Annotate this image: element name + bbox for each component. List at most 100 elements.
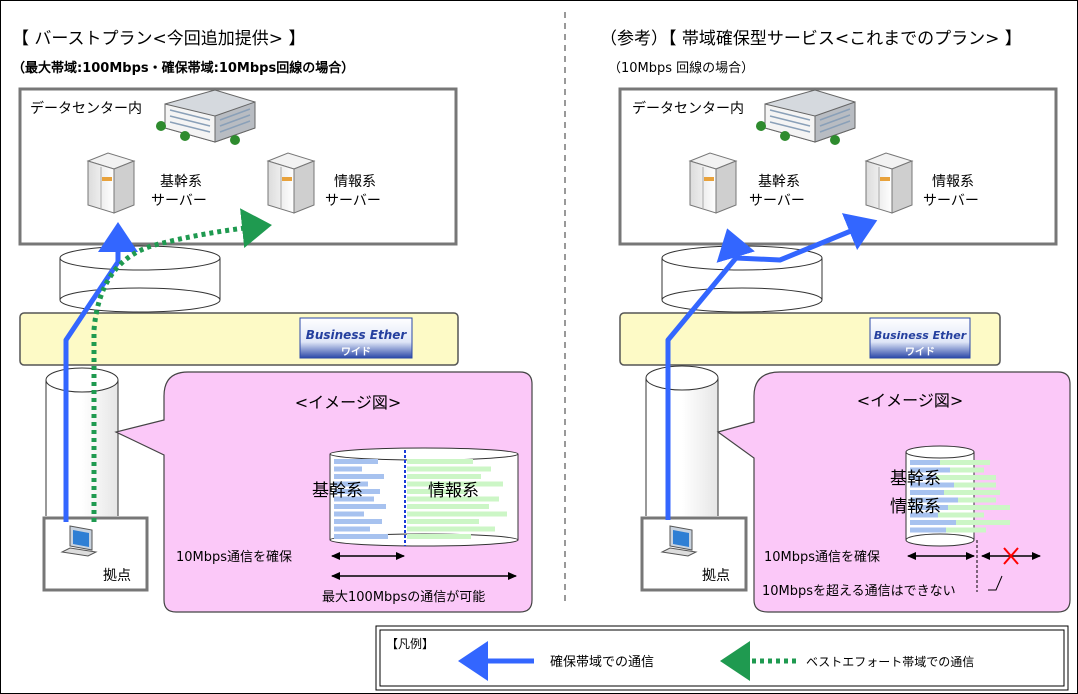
- traffic-bar: [407, 481, 503, 487]
- right-subtitle: （10Mbps 回線の場合）: [608, 60, 754, 76]
- right-dc-label: データセンター内: [632, 100, 744, 117]
- left-title: 【 バーストプラン<今回追加提供> 】: [12, 29, 305, 49]
- traffic-bar: [956, 520, 1010, 525]
- right-upper-cylinder: [661, 245, 823, 313]
- right-guaranteed-path-core: [716, 228, 755, 263]
- traffic-bar: [407, 504, 489, 509]
- left-panel: 【 バーストプラン<今回追加提供> 】 （最大帯域:100Mbps・確保帯域:1…: [12, 29, 533, 613]
- right-info-server-icon: [864, 152, 914, 214]
- right-site-label: 拠点: [702, 568, 730, 584]
- traffic-bar: [407, 466, 491, 472]
- right-guarantee-text: 10Mbps通信を確保: [764, 549, 880, 565]
- right-panel: （参考）【 帯域確保型サービス<これまでのプラン> 】 （10Mbps 回線の場…: [600, 29, 1071, 613]
- left-guarantee-text: 10Mbps通信を確保: [176, 549, 292, 565]
- traffic-bar: [334, 526, 370, 532]
- left-max-text: 最大100Mbpsの通信が可能: [322, 590, 485, 605]
- right-site-box: [640, 516, 748, 592]
- right-exceed-text: 10Mbpsを超える通信はできない: [762, 584, 956, 599]
- traffic-bar: [910, 520, 956, 525]
- traffic-bar: [407, 459, 473, 464]
- traffic-bar: [910, 467, 950, 473]
- left-info-server-icon: [266, 152, 316, 214]
- legend: 【凡例】 確保帯域での通信 ベストエフォート帯域での通信: [375, 625, 1069, 691]
- left-subtitle: （最大帯域:100Mbps・確保帯域:10Mbps回線の場合）: [12, 60, 354, 76]
- left-lower-cylinder: [45, 367, 119, 516]
- traffic-bar: [334, 474, 384, 479]
- left-info-label: 情報系: [428, 481, 479, 501]
- left-site-label: 拠点: [103, 568, 131, 584]
- right-exceed-leader: [988, 575, 1003, 591]
- left-business-ether-logo: Business Ether ワイド: [299, 317, 413, 359]
- traffic-bar: [407, 489, 467, 494]
- traffic-bar: [407, 496, 499, 502]
- legend-besteffort-label: ベストエフォート帯域での通信: [806, 655, 974, 669]
- traffic-bar: [334, 504, 386, 509]
- traffic-bar: [334, 534, 388, 539]
- left-core-label: 基幹系: [312, 480, 363, 501]
- traffic-bar: [334, 489, 380, 494]
- left-dc-label: データセンター内: [30, 100, 142, 117]
- traffic-bar: [910, 490, 944, 495]
- building-icon: [156, 89, 256, 145]
- right-image-title: <イメージ図>: [857, 391, 964, 410]
- traffic-bar: [910, 527, 946, 533]
- left-info-server-label-1: 情報系: [334, 174, 376, 190]
- traffic-bar: [954, 482, 996, 488]
- traffic-bar: [334, 459, 378, 464]
- traffic-bar: [407, 511, 507, 517]
- traffic-bar: [910, 512, 938, 518]
- left-besteffort-path: [91, 208, 272, 522]
- left-info-server-label-2: サーバー: [325, 193, 381, 209]
- right-core-server-label-2: サーバー: [749, 193, 805, 209]
- svg-text:ワイド: ワイド: [905, 346, 935, 358]
- right-core-server-label-1: 基幹系: [758, 173, 800, 190]
- traffic-bar: [950, 467, 984, 473]
- right-info-server-label-1: 情報系: [932, 174, 974, 190]
- svg-text:Business Ether: Business Ether: [306, 328, 408, 342]
- left-guaranteed-path: [63, 222, 138, 522]
- traffic-bar: [334, 481, 368, 487]
- right-core-server-icon: [688, 152, 738, 214]
- traffic-bar: [910, 460, 940, 465]
- legend-guaranteed-label: 確保帯域での通信: [550, 654, 654, 670]
- right-business-ether-logo: Business Ether ワイド: [869, 317, 971, 359]
- left-image-title: <イメージ図>: [295, 393, 402, 412]
- traffic-bar: [936, 475, 996, 480]
- traffic-bar: [938, 512, 984, 518]
- cross-icon: [1003, 547, 1019, 565]
- right-bandwidth-cylinder: [905, 445, 975, 547]
- right-info-label: 情報系: [890, 497, 941, 517]
- right-pc-icon: [660, 525, 698, 557]
- left-core-server-label-2: サーバー: [151, 193, 207, 209]
- traffic-bar: [948, 505, 1010, 510]
- traffic-bar: [944, 490, 1000, 495]
- traffic-bar: [910, 475, 936, 480]
- left-core-server-icon: [86, 152, 136, 214]
- traffic-bar: [334, 511, 364, 517]
- left-core-server-label-1: 基幹系: [160, 173, 202, 190]
- traffic-bar: [958, 497, 996, 503]
- left-site-box: [42, 516, 149, 592]
- legend-title: 【凡例】: [386, 637, 434, 651]
- svg-text:Business Ether: Business Ether: [874, 329, 967, 342]
- traffic-bar: [407, 474, 481, 479]
- building-icon: [756, 89, 856, 145]
- traffic-bar: [334, 496, 374, 502]
- left-image-bubble: [114, 371, 533, 613]
- left-traffic-bars: [334, 459, 507, 539]
- traffic-bar: [910, 482, 954, 488]
- left-upper-cylinder: [59, 245, 221, 313]
- right-lower-cylinder: [645, 365, 719, 516]
- right-core-label: 基幹系: [890, 468, 941, 489]
- traffic-bar: [407, 534, 471, 539]
- traffic-bar: [910, 505, 948, 510]
- traffic-bar: [910, 497, 958, 503]
- right-info-server-label-2: サーバー: [923, 193, 979, 209]
- traffic-bar: [334, 519, 382, 524]
- left-pc-icon: [60, 525, 98, 557]
- traffic-bar: [334, 466, 362, 472]
- traffic-bar: [946, 527, 986, 533]
- right-traffic-bars: [910, 460, 1010, 533]
- traffic-bar: [940, 460, 990, 465]
